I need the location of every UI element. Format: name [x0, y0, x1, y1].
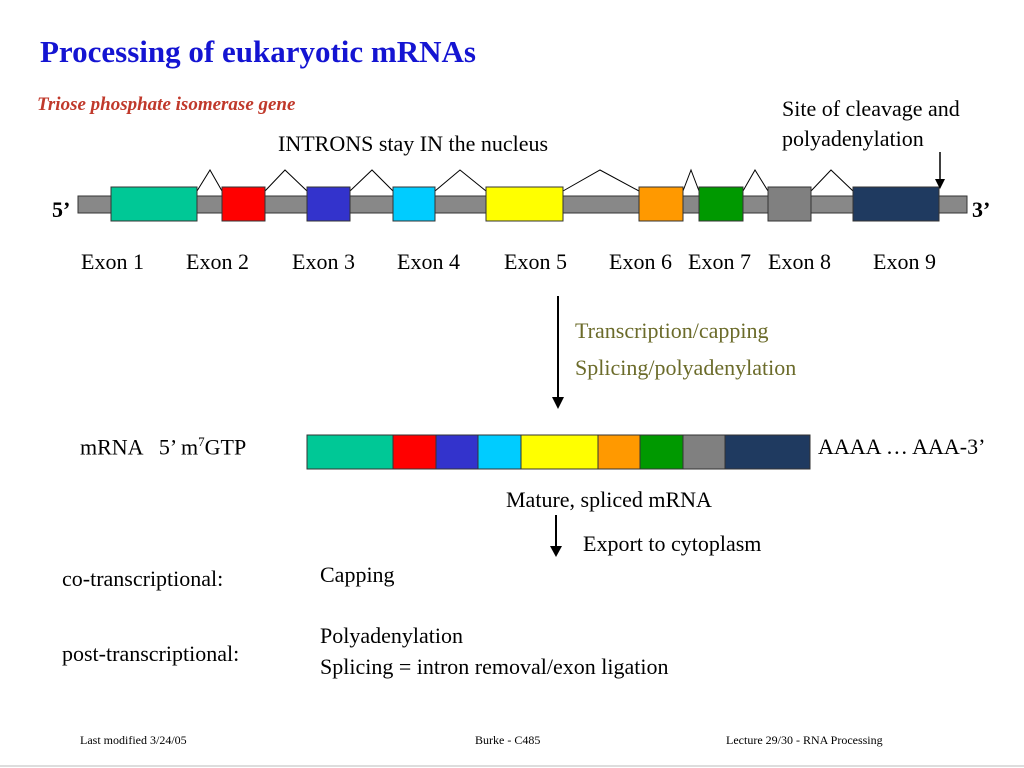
intron-line — [562, 169, 640, 192]
mrna-label: mRNA 5’ m7GTP — [80, 434, 246, 460]
intron-line — [742, 169, 769, 192]
capping-item: Capping — [320, 562, 395, 587]
introns-note: INTRONS stay IN the nucleus — [278, 131, 549, 156]
exon-label-8: Exon 8 — [768, 249, 831, 274]
mrna-label-superscript: 7 — [198, 434, 205, 449]
mrna-exon-4 — [477, 434, 522, 470]
mrna-label-suffix: GTP — [204, 434, 247, 460]
cleavage-note-line: Site of cleavage and — [782, 96, 960, 121]
mrna-exon-8 — [682, 434, 726, 470]
exon-label-3: Exon 3 — [292, 249, 355, 274]
three-prime-label: 3’ — [972, 197, 991, 222]
gene-exon-3 — [306, 186, 351, 222]
co-transcriptional-label: co-transcriptional: — [62, 566, 224, 591]
exon-label-7: Exon 7 — [688, 249, 751, 274]
exon-label-2: Exon 2 — [186, 249, 249, 274]
gene-exon-8 — [767, 186, 812, 222]
mature-mrna-label: Mature, spliced mRNA — [506, 487, 712, 512]
slide-title: Processing of eukaryotic mRNAs — [40, 34, 476, 69]
cleavage-arrowhead — [935, 179, 945, 189]
polya-tail-label: AAAA … AAA-3’ — [818, 434, 986, 459]
splicing-item: Splicing = intron removal/exon ligation — [320, 654, 669, 679]
footer-lecture: Lecture 29/30 - RNA Processing — [726, 733, 883, 747]
mrna-exon-7 — [639, 434, 684, 470]
gene-exon-9 — [852, 186, 940, 222]
mrna-exon-6 — [597, 434, 641, 470]
intron-line — [434, 169, 487, 192]
exon-label-1: Exon 1 — [81, 249, 144, 274]
five-prime-label: 5’ — [52, 197, 71, 222]
intron-line — [264, 169, 308, 192]
gene-exon-1 — [110, 186, 198, 222]
footer-modified-date: Last modified 3/24/05 — [80, 733, 187, 747]
mrna-exon-2 — [392, 434, 437, 470]
gene-exon-2 — [221, 186, 266, 222]
processing-arrowhead — [552, 397, 564, 409]
export-arrowhead — [550, 546, 562, 557]
intron-line — [810, 169, 854, 192]
gene-exon-7 — [698, 186, 744, 222]
process-step-transcription: Transcription/capping — [575, 318, 769, 343]
gene-exon-5 — [485, 186, 564, 222]
export-label: Export to cytoplasm — [583, 531, 762, 556]
mrna-exon-1 — [306, 434, 394, 470]
mrna-exon-3 — [435, 434, 479, 470]
exon-label-6: Exon 6 — [609, 249, 672, 274]
mrna-exon-5 — [520, 434, 599, 470]
intron-line — [682, 168, 700, 192]
footer-author: Burke - C485 — [475, 733, 541, 747]
intron-line — [349, 169, 394, 192]
cleavage-note: Site of cleavage and polyadenylation — [782, 94, 960, 154]
polyadenylation-item: Polyadenylation — [320, 623, 463, 648]
mrna-exon-9 — [724, 434, 811, 470]
gene-exon-4 — [392, 186, 436, 222]
exon-label-5: Exon 5 — [504, 249, 567, 274]
intron-line — [196, 169, 223, 192]
cleavage-note-line: polyadenylation — [782, 126, 924, 151]
mrna-label-prefix: mRNA 5’ m — [80, 434, 199, 460]
post-transcriptional-label: post-transcriptional: — [62, 641, 240, 666]
gene-name: Triose phosphate isomerase gene — [37, 94, 296, 115]
exon-label-9: Exon 9 — [873, 249, 936, 274]
exon-label-4: Exon 4 — [397, 249, 460, 274]
process-step-splicing: Splicing/polyadenylation — [575, 355, 797, 380]
gene-exon-6 — [638, 186, 684, 222]
